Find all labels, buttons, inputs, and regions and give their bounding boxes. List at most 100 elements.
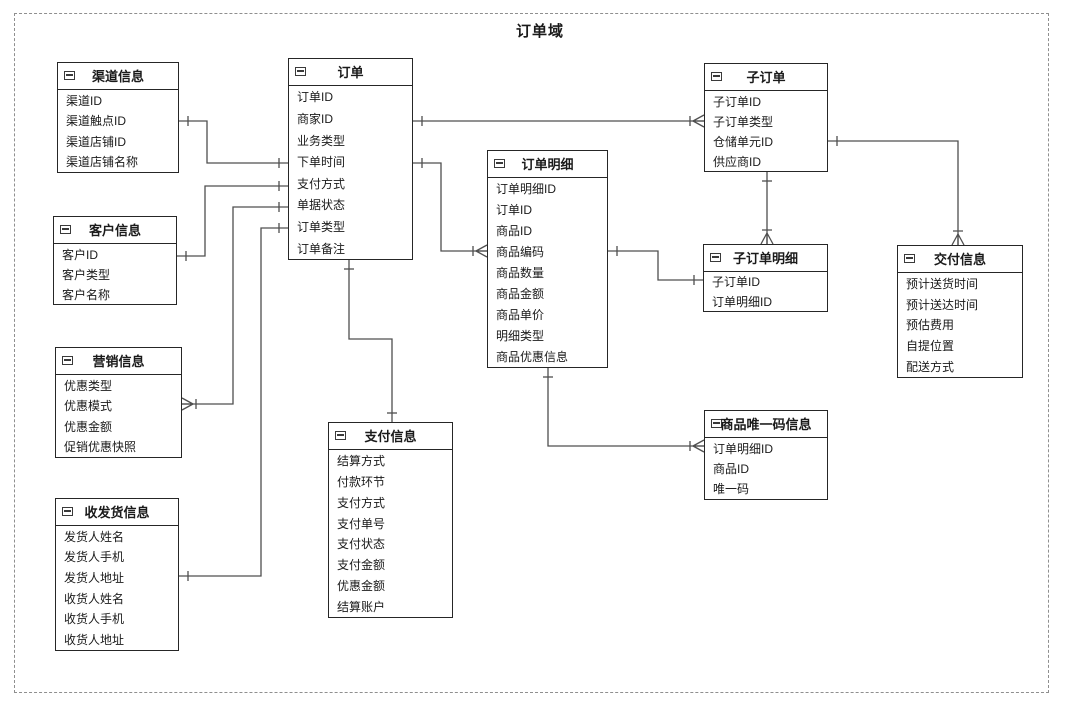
relationship-line[interactable] (828, 140, 959, 245)
entity-marketing[interactable]: 营销信息优惠类型优惠模式优惠金额促销优惠快照 (55, 347, 182, 458)
entity-field[interactable]: 支付状态 (337, 537, 386, 552)
entity-field[interactable]: 优惠金额 (337, 579, 386, 594)
entity-field[interactable]: 优惠金额 (64, 419, 113, 434)
entity-field[interactable]: 发货人姓名 (64, 529, 125, 544)
entity-field[interactable]: 发货人地址 (64, 571, 125, 586)
entity-field[interactable]: 促销优惠快照 (64, 440, 137, 455)
entity-field[interactable]: 优惠模式 (64, 399, 113, 414)
entity-field[interactable]: 下单时间 (297, 155, 346, 170)
entity-field[interactable]: 支付方式 (297, 176, 346, 191)
relationship-order-order_detail[interactable] (413, 158, 488, 258)
collapse-icon[interactable] (295, 67, 306, 76)
entity-field[interactable]: 订单ID (496, 203, 533, 217)
relationship-line[interactable] (179, 120, 288, 164)
entity-field[interactable]: 自提位置 (906, 339, 955, 354)
collapse-icon[interactable] (62, 356, 73, 365)
entity-field[interactable]: 业务类型 (297, 133, 346, 148)
entity-field[interactable]: 商品ID (496, 224, 533, 238)
relationship-line[interactable] (182, 206, 288, 405)
entity-field[interactable]: 子订单ID (713, 94, 762, 109)
entity-field[interactable]: 子订单类型 (713, 114, 774, 129)
entity-field[interactable]: 商品单价 (496, 308, 545, 322)
entity-field[interactable]: 订单ID (297, 90, 334, 105)
entity-field[interactable]: 唯一码 (713, 482, 750, 497)
entity-field[interactable]: 支付金额 (337, 558, 386, 573)
entity-field[interactable]: 预计送达时间 (906, 297, 979, 312)
entity-field[interactable]: 订单备注 (297, 241, 346, 256)
entity-delivery[interactable]: 交付信息预计送货时间预计送达时间预估费用自提位置配送方式 (897, 245, 1023, 378)
relationship-line[interactable] (413, 162, 487, 252)
entity-field[interactable]: 渠道ID (66, 93, 103, 108)
entity-field[interactable]: 供应商ID (713, 154, 762, 169)
entity-field[interactable]: 商品编码 (496, 245, 545, 259)
entity-field[interactable]: 收货人地址 (64, 633, 125, 648)
relationship-order-payment[interactable] (344, 260, 397, 422)
entity-field[interactable]: 配送方式 (906, 360, 955, 375)
collapse-icon[interactable] (711, 419, 722, 428)
entity-field[interactable]: 商品ID (713, 461, 750, 476)
collapse-icon[interactable] (711, 72, 722, 81)
entity-field[interactable]: 单据状态 (297, 198, 346, 213)
entity-field[interactable]: 渠道店铺ID (66, 134, 127, 149)
entity-field[interactable]: 仓储单元ID (713, 134, 774, 149)
entity-field[interactable]: 商品数量 (496, 266, 545, 280)
relationship-line[interactable] (608, 250, 703, 281)
relationship-customer-order[interactable] (177, 181, 288, 261)
relationship-order_detail-unique_code[interactable] (543, 368, 705, 453)
relationship-line[interactable] (179, 227, 288, 577)
entity-field[interactable]: 明细类型 (496, 329, 545, 343)
entity-field[interactable]: 商品优惠信息 (496, 350, 569, 364)
collapse-icon[interactable] (64, 71, 75, 80)
collapse-icon[interactable] (710, 253, 721, 262)
entity-field[interactable]: 发货人手机 (64, 550, 125, 565)
entity-field[interactable]: 支付单号 (337, 516, 386, 531)
entity-header: 渠道信息 (58, 63, 178, 90)
entity-field[interactable]: 预计送货时间 (906, 276, 979, 291)
entity-field[interactable]: 商品金额 (496, 287, 545, 301)
entity-field[interactable]: 优惠类型 (64, 378, 113, 393)
entity-field[interactable]: 收货人姓名 (64, 591, 125, 606)
relationship-order-sub_order[interactable] (413, 114, 705, 128)
relationship-line[interactable] (177, 185, 288, 257)
entity-field[interactable]: 客户类型 (62, 267, 111, 282)
entity-field[interactable]: 渠道店铺名称 (66, 155, 139, 170)
entity-field[interactable]: 子订单ID (712, 275, 761, 290)
entity-field[interactable]: 支付方式 (337, 495, 386, 510)
entity-field[interactable]: 订单明细ID (712, 294, 773, 309)
entity-field[interactable]: 结算账户 (337, 600, 386, 615)
entity-payment[interactable]: 支付信息结算方式付款环节支付方式支付单号支付状态支付金额优惠金额结算账户 (328, 422, 453, 618)
relationship-channel-order[interactable] (179, 116, 288, 168)
collapse-icon[interactable] (494, 159, 505, 168)
entity-field[interactable]: 预估费用 (906, 318, 955, 333)
relationship-sub_order-sub_order_detail[interactable] (760, 172, 774, 245)
entity-shipping[interactable]: 收发货信息发货人姓名发货人手机发货人地址收货人姓名收货人手机收货人地址 (55, 498, 179, 651)
entity-channel[interactable]: 渠道信息渠道ID 渠道触点ID 渠道店铺ID 渠道店铺名称 (57, 62, 179, 173)
entity-field[interactable]: 订单类型 (297, 220, 346, 235)
collapse-icon[interactable] (62, 507, 73, 516)
collapse-icon[interactable] (60, 225, 71, 234)
entity-field[interactable]: 订单明细ID (713, 441, 774, 456)
relationship-line[interactable] (547, 368, 704, 447)
relationship-marketing-order[interactable] (181, 202, 288, 411)
entity-field[interactable]: 付款环节 (337, 474, 386, 489)
relationship-order_detail-sub_order_detail[interactable] (608, 246, 703, 285)
entity-field[interactable]: 收货人手机 (64, 612, 125, 627)
collapse-icon[interactable] (335, 431, 346, 440)
entity-field[interactable]: 客户ID (62, 247, 99, 262)
entity-field[interactable]: 渠道触点ID (66, 114, 127, 129)
entity-field[interactable]: 结算方式 (337, 453, 386, 468)
entity-field[interactable]: 商家ID (297, 111, 334, 126)
collapse-icon[interactable] (904, 254, 915, 263)
entity-field[interactable]: 客户名称 (62, 287, 111, 302)
entity-field[interactable]: 订单明细ID (496, 182, 557, 196)
relationship-sub_order-delivery[interactable] (828, 136, 965, 246)
relationship-line[interactable] (348, 260, 393, 422)
relationship-shipping-order[interactable] (179, 223, 288, 581)
